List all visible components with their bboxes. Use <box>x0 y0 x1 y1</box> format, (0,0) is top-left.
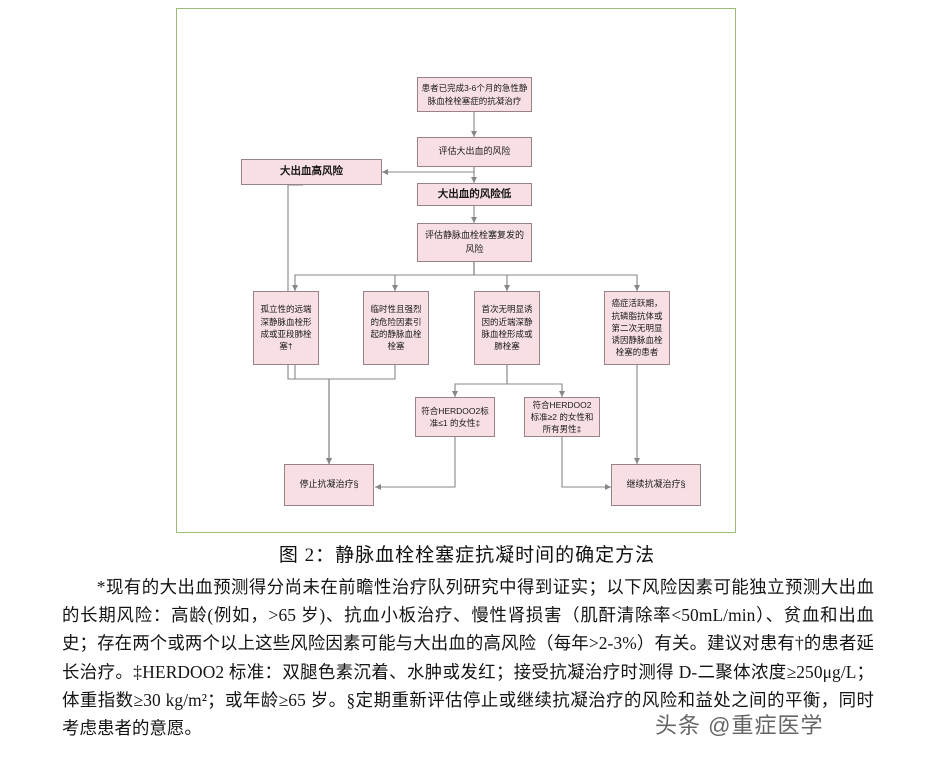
node-branch-cancer-apl-second-vte: 癌症活跃期，抗磷脂抗体或第二次无明显诱因静脉血栓栓塞的患者 <box>604 291 670 365</box>
figure-frame: 患者已完成3-6个月的急性静脉血栓栓塞症的抗凝治疗 评估大出血的风险 大出血高风… <box>176 8 736 533</box>
node-herdoo2-score-low: 符合HERDOO2标准≤1 的女性‡ <box>415 397 495 437</box>
node-assess-bleed-risk: 评估大出血的风险 <box>417 137 532 167</box>
node-stop-anticoagulation: 停止抗凝治疗§ <box>284 464 374 506</box>
figure-footnote-paragraph: *现有的大出血预测得分尚未在前瞻性治疗队列研究中得到证实；以下风险因素可能独立预… <box>62 577 874 738</box>
node-herdoo2-score-high: 符合HERDOO2 标准≥2 的女性和所有男性‡ <box>524 397 600 437</box>
node-assess-recurrence-risk: 评估静脉血栓栓塞复发的风险 <box>417 223 532 262</box>
node-branch-first-unprovoked-vte: 首次无明显诱因的近端深静脉血栓形成或肺栓塞 <box>474 291 540 365</box>
node-branch-provoked-vte: 临时性且强烈的危险因素引起的静脉血栓栓塞 <box>363 291 429 365</box>
node-continue-anticoagulation: 继续抗凝治疗§ <box>611 464 701 506</box>
node-branch-isolated-distal-dvt: 孤立性的远端深静脉血栓形成或亚段肺栓塞† <box>253 291 319 365</box>
node-start: 患者已完成3-6个月的急性静脉血栓栓塞症的抗凝治疗 <box>417 77 532 112</box>
node-high-bleed-risk: 大出血高风险 <box>241 159 382 185</box>
flowchart-connectors <box>287 112 640 490</box>
watermark-text: 头条 @重症医学 <box>655 713 824 738</box>
node-low-bleed-risk: 大出血的风险低 <box>417 183 532 206</box>
figure-caption: 图 2：静脉血栓栓塞症抗凝时间的确定方法 <box>278 545 656 566</box>
